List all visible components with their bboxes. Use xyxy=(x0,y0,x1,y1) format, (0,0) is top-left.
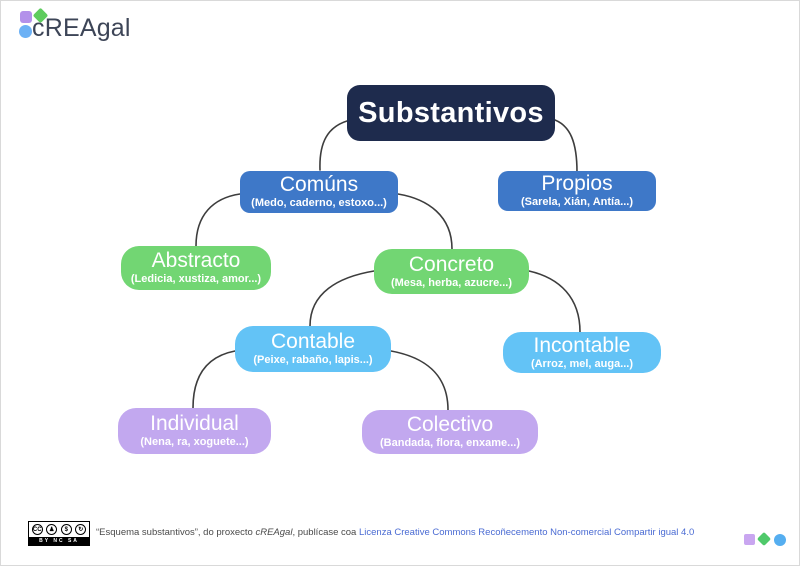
cc-license-badge[interactable]: CC ♟ $ ↻ BY NC SA xyxy=(28,521,90,546)
connector-contable-individual xyxy=(192,350,236,409)
cc-badge-icons: CC ♟ $ ↻ xyxy=(29,522,89,537)
node-incontable: Incontable (Arroz, mel, auga...) xyxy=(503,332,661,373)
footer-diamond-icon xyxy=(756,531,772,547)
logo-square-icon xyxy=(20,11,32,23)
node-title: Individual xyxy=(150,412,239,436)
sa-arrow-icon: ↻ xyxy=(75,524,87,535)
footer-square-icon xyxy=(744,534,755,545)
node-title: Incontable xyxy=(533,333,631,357)
attribution-middle: , publícase coa xyxy=(292,527,359,538)
logo-text: cREAgal xyxy=(32,14,131,42)
node-title: Propios xyxy=(541,172,613,196)
node-subtitle: (Peixe, rabaño, lapis...) xyxy=(253,354,373,367)
node-title: Comúns xyxy=(279,173,359,197)
logo-circle-icon xyxy=(19,25,32,38)
cc-badge-labels: BY NC SA xyxy=(29,537,89,545)
connector-substantivos-comuns xyxy=(319,120,348,171)
node-subtitle: (Medo, caderno, estoxo...) xyxy=(251,197,387,210)
attribution-prefix: “Esquema substantivos”, do proxecto xyxy=(96,527,256,538)
connector-concreto-contable xyxy=(309,270,375,327)
node-comuns: Comúns (Medo, caderno, estoxo...) xyxy=(240,171,398,213)
node-subtitle: (Mesa, herba, azucre...) xyxy=(390,276,513,289)
node-abstracto: Abstracto (Ledicia, xustiza, amor...) xyxy=(121,246,271,290)
attribution-text: “Esquema substantivos”, do proxecto cREA… xyxy=(96,527,744,538)
node-title: Colectivo xyxy=(406,413,494,437)
node-colectivo: Colectivo (Bandada, flora, enxame...) xyxy=(362,410,538,454)
connector-comuns-abstracto xyxy=(195,193,241,247)
node-title: Concreto xyxy=(408,252,495,276)
node-subtitle: (Bandada, flora, enxame...) xyxy=(380,437,520,450)
node-concreto: Concreto (Mesa, herba, azucre...) xyxy=(374,249,529,294)
node-title: Substantivos xyxy=(358,96,544,129)
footer-circle-icon xyxy=(774,534,786,546)
project-name: cREAgal xyxy=(255,527,293,538)
node-title: Abstracto xyxy=(151,249,241,273)
node-subtitle: (Ledicia, xustiza, amor...) xyxy=(130,273,262,286)
connector-comuns-concreto xyxy=(397,193,453,250)
nc-dollar-icon: $ xyxy=(60,524,72,535)
connector-substantivos-propios xyxy=(554,119,578,173)
node-contable: Contable (Peixe, rabaño, lapis...) xyxy=(235,326,391,372)
node-individual: Individual (Nena, ra, xoguete...) xyxy=(118,408,271,454)
connector-concreto-incontable xyxy=(528,270,581,333)
node-subtitle: (Arroz, mel, auga...) xyxy=(530,357,634,370)
node-title: Contable xyxy=(270,330,356,354)
creagal-logo: cREAgal xyxy=(16,6,176,56)
cc-icon: CC xyxy=(31,524,43,535)
connector-contable-colectivo xyxy=(390,350,449,411)
node-substantivos: Substantivos xyxy=(347,85,555,141)
node-subtitle: (Sarela, Xián, Antía...) xyxy=(520,196,634,209)
license-link[interactable]: Licenza Creative Commons Recoñecemento N… xyxy=(358,527,695,538)
by-person-icon: ♟ xyxy=(46,524,58,535)
node-propios: Propios (Sarela, Xián, Antía...) xyxy=(498,171,656,211)
node-subtitle: (Nena, ra, xoguete...) xyxy=(140,436,249,449)
